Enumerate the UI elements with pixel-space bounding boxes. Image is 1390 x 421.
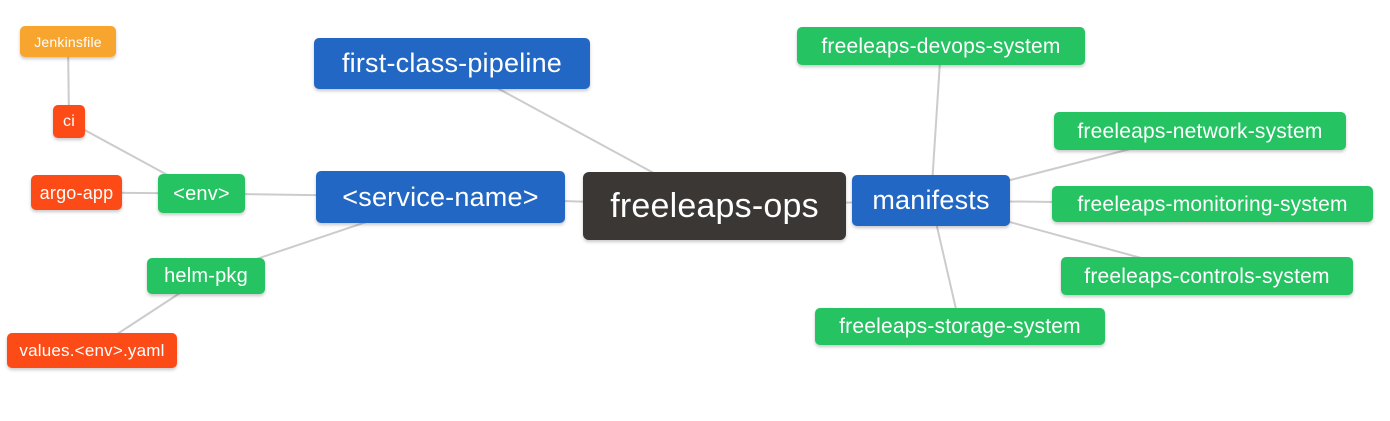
node-freeleaps-storage-system[interactable]: freeleaps-storage-system — [815, 308, 1105, 345]
node-argo-app[interactable]: argo-app — [31, 175, 122, 210]
node-freeleaps-ops[interactable]: freeleaps-ops — [583, 172, 846, 240]
node-env[interactable]: <env> — [158, 174, 245, 213]
node-values-env-yaml[interactable]: values.<env>.yaml — [7, 333, 177, 368]
node-freeleaps-devops-system[interactable]: freeleaps-devops-system — [797, 27, 1085, 65]
node-first-class-pipeline[interactable]: first-class-pipeline — [314, 38, 590, 89]
node-jenkinsfile[interactable]: Jenkinsfile — [20, 26, 116, 57]
node-freeleaps-network-system[interactable]: freeleaps-network-system — [1054, 112, 1346, 150]
edge-manifests--freeleaps-devops-system — [930, 45, 942, 201]
node-ci[interactable]: ci — [53, 105, 85, 138]
node-helm-pkg[interactable]: helm-pkg — [147, 258, 265, 294]
node-manifests[interactable]: manifests — [852, 175, 1010, 226]
node-freeleaps-monitoring-system[interactable]: freeleaps-monitoring-system — [1052, 186, 1373, 222]
node-service-name[interactable]: <service-name> — [316, 171, 565, 223]
node-freeleaps-controls-system[interactable]: freeleaps-controls-system — [1061, 257, 1353, 295]
